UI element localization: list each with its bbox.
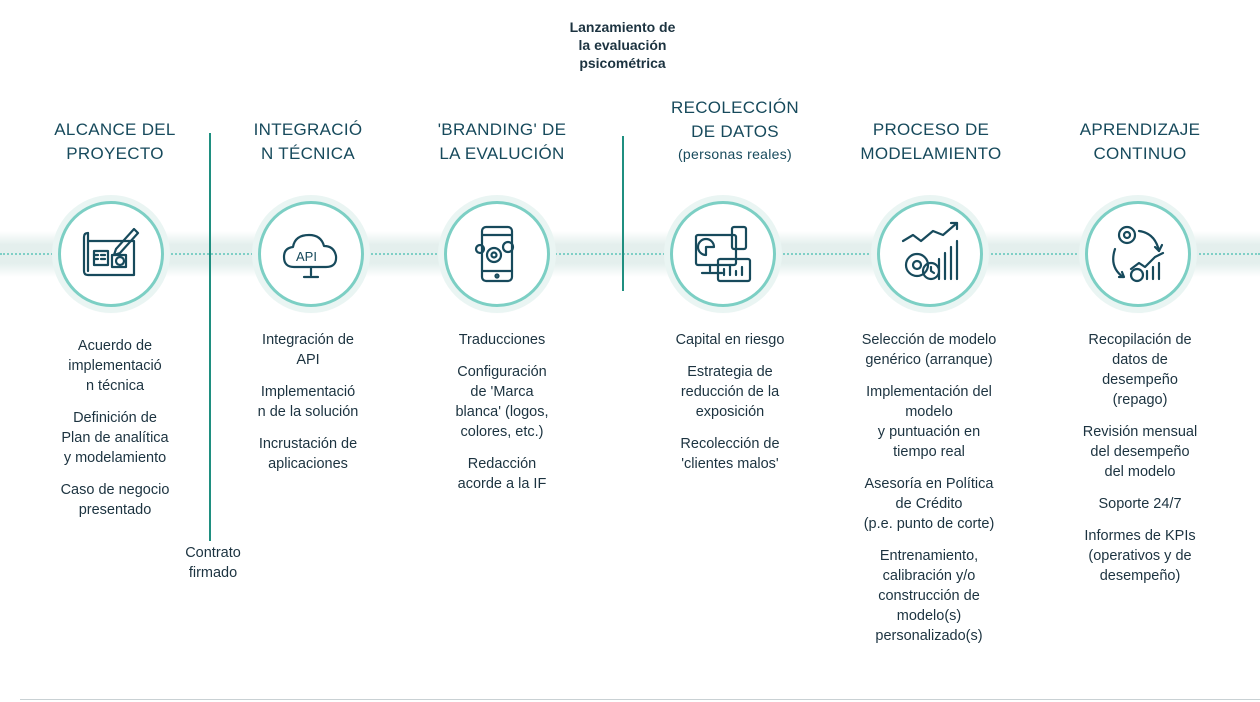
svg-text:API: API xyxy=(296,249,317,264)
stage-circle-recoleccion xyxy=(670,201,776,307)
bottom-divider xyxy=(20,699,1260,700)
stage-items-branding: Traducciones Configuración de 'Marca bla… xyxy=(412,330,592,506)
list-item: Integración de API xyxy=(262,332,354,368)
stage-items-aprendizaje: Recopilación de datos de desempeño (repa… xyxy=(1050,330,1230,598)
contract-signed-label: Contrato firmado xyxy=(185,545,241,581)
list-item: Soporte 24/7 xyxy=(1098,496,1182,512)
list-item: Implementación del modelo y puntuación e… xyxy=(866,384,992,460)
list-item: Implementació n de la solución xyxy=(257,384,359,420)
launch-label: Lanzamiento de la evaluación psicométric… xyxy=(569,19,676,71)
list-item: Capital en riesgo xyxy=(675,332,785,348)
stage-title-recoleccion: RECOLECCIÓN DE DATOS (personas reales) xyxy=(645,96,825,164)
list-item: Asesoría en Política de Crédito (p.e. pu… xyxy=(863,476,995,532)
devices-chart-icon xyxy=(694,225,752,283)
list-item: Revisión mensual del desempeño del model… xyxy=(1082,424,1198,480)
cycle-gears-icon xyxy=(1112,225,1165,283)
contract-divider xyxy=(209,133,211,541)
stage-circle-aprendizaje xyxy=(1085,201,1191,307)
stage-circle-branding xyxy=(444,201,550,307)
timeline-dotted-line xyxy=(0,253,1260,255)
list-item: Incrustación de aplicaciones xyxy=(258,436,358,472)
stage-circle-integracion: API xyxy=(258,201,364,307)
list-item: Selección de modelo genérico (arranque) xyxy=(861,332,997,368)
stage-circle-modelamiento xyxy=(877,201,983,307)
blueprint-icon xyxy=(82,227,140,277)
list-item: Acuerdo de implementació n técnica xyxy=(68,338,162,394)
list-item: Recopilación de datos de desempeño (repa… xyxy=(1088,332,1192,408)
list-item: Configuración de 'Marca blanca' (logos, … xyxy=(455,364,549,440)
stage-title-branding: 'BRANDING' DE LA EVALUCIÓN xyxy=(437,120,567,163)
stage-items-integracion: Integración de API Implementació n de la… xyxy=(218,330,398,486)
stage-title-integracion: INTEGRACIÓ N TÉCNICA xyxy=(253,120,363,163)
api-cloud-icon: API xyxy=(282,233,338,279)
stage-title-modelamiento: PROCESO DE MODELAMIENTO xyxy=(860,120,1002,163)
stage-title-text: RECOLECCIÓN DE DATOS xyxy=(671,98,799,141)
stage-subtitle: (personas reales) xyxy=(677,146,793,162)
list-item: Redacción acorde a la IF xyxy=(457,456,547,492)
list-item: Definición de Plan de analítica y modela… xyxy=(61,410,169,466)
list-item: Entrenamiento, calibración y/o construcc… xyxy=(875,548,983,644)
list-item: Estrategia de reducción de la exposición xyxy=(680,364,780,420)
phone-gears-icon xyxy=(474,225,515,283)
list-item: Traducciones xyxy=(458,332,546,348)
stage-items-modelamiento: Selección de modelo genérico (arranque) … xyxy=(839,330,1019,658)
stage-title-alcance: ALCANCE DEL PROYECTO xyxy=(54,120,176,163)
list-item: Recolección de 'clientes malos' xyxy=(680,436,780,472)
list-item: Caso de negocio presentado xyxy=(60,482,170,518)
stage-items-recoleccion: Capital en riesgo Estrategia de reducció… xyxy=(640,330,820,486)
list-item: Informes de KPIs (operativos y de desemp… xyxy=(1084,528,1196,584)
launch-divider xyxy=(622,136,624,291)
stage-items-alcance: Acuerdo de implementació n técnica Defin… xyxy=(25,336,205,532)
stage-circle-alcance xyxy=(58,201,164,307)
gears-growth-icon xyxy=(901,221,959,281)
stage-title-aprendizaje: APRENDIZAJE CONTINUO xyxy=(1079,120,1201,163)
